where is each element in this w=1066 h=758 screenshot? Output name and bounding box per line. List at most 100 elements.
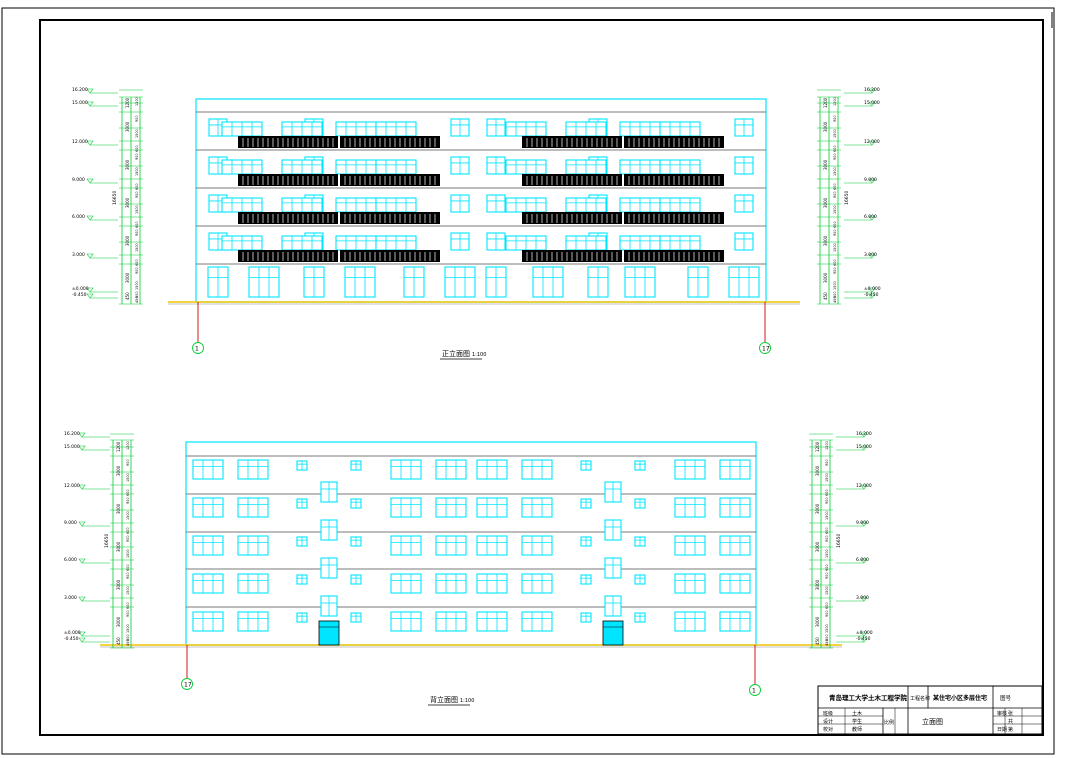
rear-window-f3-7 (719, 573, 751, 594)
front-right-outer-dim-0: 1200 (823, 97, 828, 108)
front-left-level-text-5: 3.000 (72, 252, 85, 258)
rear-window-f4-5 (521, 611, 553, 632)
front-elevation-title: 正立面图 (442, 349, 470, 358)
rear-window-f0-4 (476, 459, 508, 480)
title-block-scale-label: 比例 (884, 719, 894, 726)
rear-window-f1-6 (674, 497, 706, 518)
front-right-inner-dim-7: 900 (833, 192, 837, 198)
front-left-outer-dim-1: 3000 (125, 121, 130, 132)
front-left-level-text-0: 16.200 (72, 87, 88, 93)
rear-left-level-marker-5 (78, 596, 86, 602)
rear-window-f2-4 (476, 535, 508, 556)
front-right-level-text-6: ±0.000 (864, 286, 881, 292)
rear-window-f3-0 (192, 573, 224, 594)
rear-right-inner-dim-16: 450 (825, 640, 829, 646)
title-block-row-label-1: 班级 (823, 710, 833, 717)
front-left-level-text-3: 9.000 (72, 177, 85, 183)
rear-window-f0-5 (521, 459, 553, 480)
rear-right-inner-dim-5: 1500 (825, 511, 829, 520)
rear-window-f2-0 (192, 535, 224, 556)
rear-right-inner-dim-3: 600 (825, 490, 829, 496)
title-block-drawing-no-label: 图号 (1000, 694, 1012, 702)
rear-window-f4-6 (674, 611, 706, 632)
rear-window-f3-1 (237, 573, 269, 594)
rear-window-f2-2 (390, 535, 422, 556)
front-left-total-height: 16650 (112, 191, 118, 205)
rear-right-level-marker-4 (860, 558, 868, 564)
rear-window-f1-0 (192, 497, 224, 518)
rear-left-inner-dim-0: 1200 (126, 441, 130, 450)
front-right-inner-dim-10: 900 (833, 230, 837, 236)
front-axis-left-bubble (192, 342, 204, 354)
front-right-level-text-4: 6.000 (864, 214, 877, 220)
rear-window-f1-1 (237, 497, 269, 518)
rear-elevation-scale: 1:100 (460, 698, 474, 704)
rear-left-outer-dim-1: 3000 (116, 465, 121, 476)
rear-left-level-marker-1 (78, 445, 86, 451)
inner-border (39, 19, 1044, 736)
rear-left-level-text-6: ±0.000 (64, 630, 81, 636)
rear-axis-right-label: 1 (752, 688, 756, 695)
rear-left-inner-dim-11: 1500 (126, 586, 130, 595)
title-block-row-value-4: 日期 (997, 727, 1007, 733)
rear-window-f0-6 (674, 459, 706, 480)
rear-left-level-text-1: 15.000 (64, 444, 80, 450)
rear-elevation-title: 背立面图 (430, 695, 458, 704)
rear-left-level-text-2: 12.000 (64, 483, 80, 489)
front-ground-window-11 (728, 266, 760, 298)
title-block-project-name: 某住宅小区多层住宅 (933, 694, 987, 702)
rear-right-outer-dim-4: 3000 (815, 579, 820, 590)
front-right-level-text-2: 12.000 (864, 139, 880, 145)
rear-left-outer-dim-3: 3000 (116, 541, 121, 552)
front-right-outer-dim-5: 3000 (823, 272, 828, 283)
rear-left-level-marker-2 (78, 484, 86, 490)
front-right-inner-dim-8: 1500 (833, 205, 837, 214)
title-block-row-value-2: 学生 (852, 718, 862, 725)
front-right-inner-dim-9: 600 (833, 222, 837, 228)
rear-window-f0-7 (719, 459, 751, 480)
front-right-inner-dim-15: 600 (833, 292, 837, 298)
front-left-level-marker-2 (86, 140, 94, 146)
rear-window-f2-6 (674, 535, 706, 556)
front-left-level-marker-3 (86, 178, 94, 184)
front-right-inner-dim-11: 1500 (833, 243, 837, 252)
rear-left-inner-dim-3: 600 (126, 490, 130, 496)
front-right-total-height: 16650 (844, 191, 850, 205)
title-block-row-label-3: 校对 (823, 726, 833, 733)
front-left-level-marker-4 (86, 215, 94, 221)
title-block-sheet-label-1: 张 (1008, 710, 1013, 717)
front-right-inner-dim-3: 600 (833, 146, 837, 152)
front-ground-window-1 (248, 266, 280, 298)
front-right-level-marker-7 (868, 293, 876, 299)
rear-window-f3-4 (476, 573, 508, 594)
rear-axis-left-bubble (181, 678, 193, 690)
rear-right-inner-dim-2: 1500 (825, 473, 829, 482)
title-block-school: 青岛理工大学土木工程学院 (829, 693, 908, 702)
front-left-inner-dim-1: 900 (135, 116, 139, 122)
rear-left-inner-dim-12: 600 (126, 603, 130, 609)
front-right-inner-dim-6: 600 (833, 184, 837, 190)
rear-window-f4-2 (390, 611, 422, 632)
rear-left-level-text-3: 9.000 (64, 520, 77, 526)
rear-right-outer-dim-5: 3000 (815, 616, 820, 627)
rear-entrance-door-1 (602, 620, 624, 646)
rear-left-outer-dim-4: 3000 (116, 579, 121, 590)
front-right-inner-dim-1: 900 (833, 116, 837, 122)
front-right-level-text-7: -0.450 (864, 292, 879, 298)
title-block-sheet-label-2: 共 (1008, 718, 1013, 725)
rear-window-f0-2 (390, 459, 422, 480)
rear-entrance-door-0 (318, 620, 340, 646)
rear-window-f2-5 (521, 535, 553, 556)
rear-right-level-marker-2 (860, 484, 868, 490)
rear-right-level-text-1: 15.000 (856, 444, 872, 450)
rear-left-inner-dim-10: 900 (126, 573, 130, 579)
front-left-level-marker-5 (86, 253, 94, 259)
rear-right-level-marker-7 (860, 637, 868, 643)
rear-right-level-marker-3 (860, 521, 868, 527)
front-ground-window-7 (532, 266, 564, 298)
rear-right-level-text-6: ±0.000 (856, 630, 873, 636)
rear-left-total-height: 16650 (104, 534, 110, 548)
rear-window-f1-5 (521, 497, 553, 518)
front-axis-right-label: 17 (762, 346, 770, 353)
